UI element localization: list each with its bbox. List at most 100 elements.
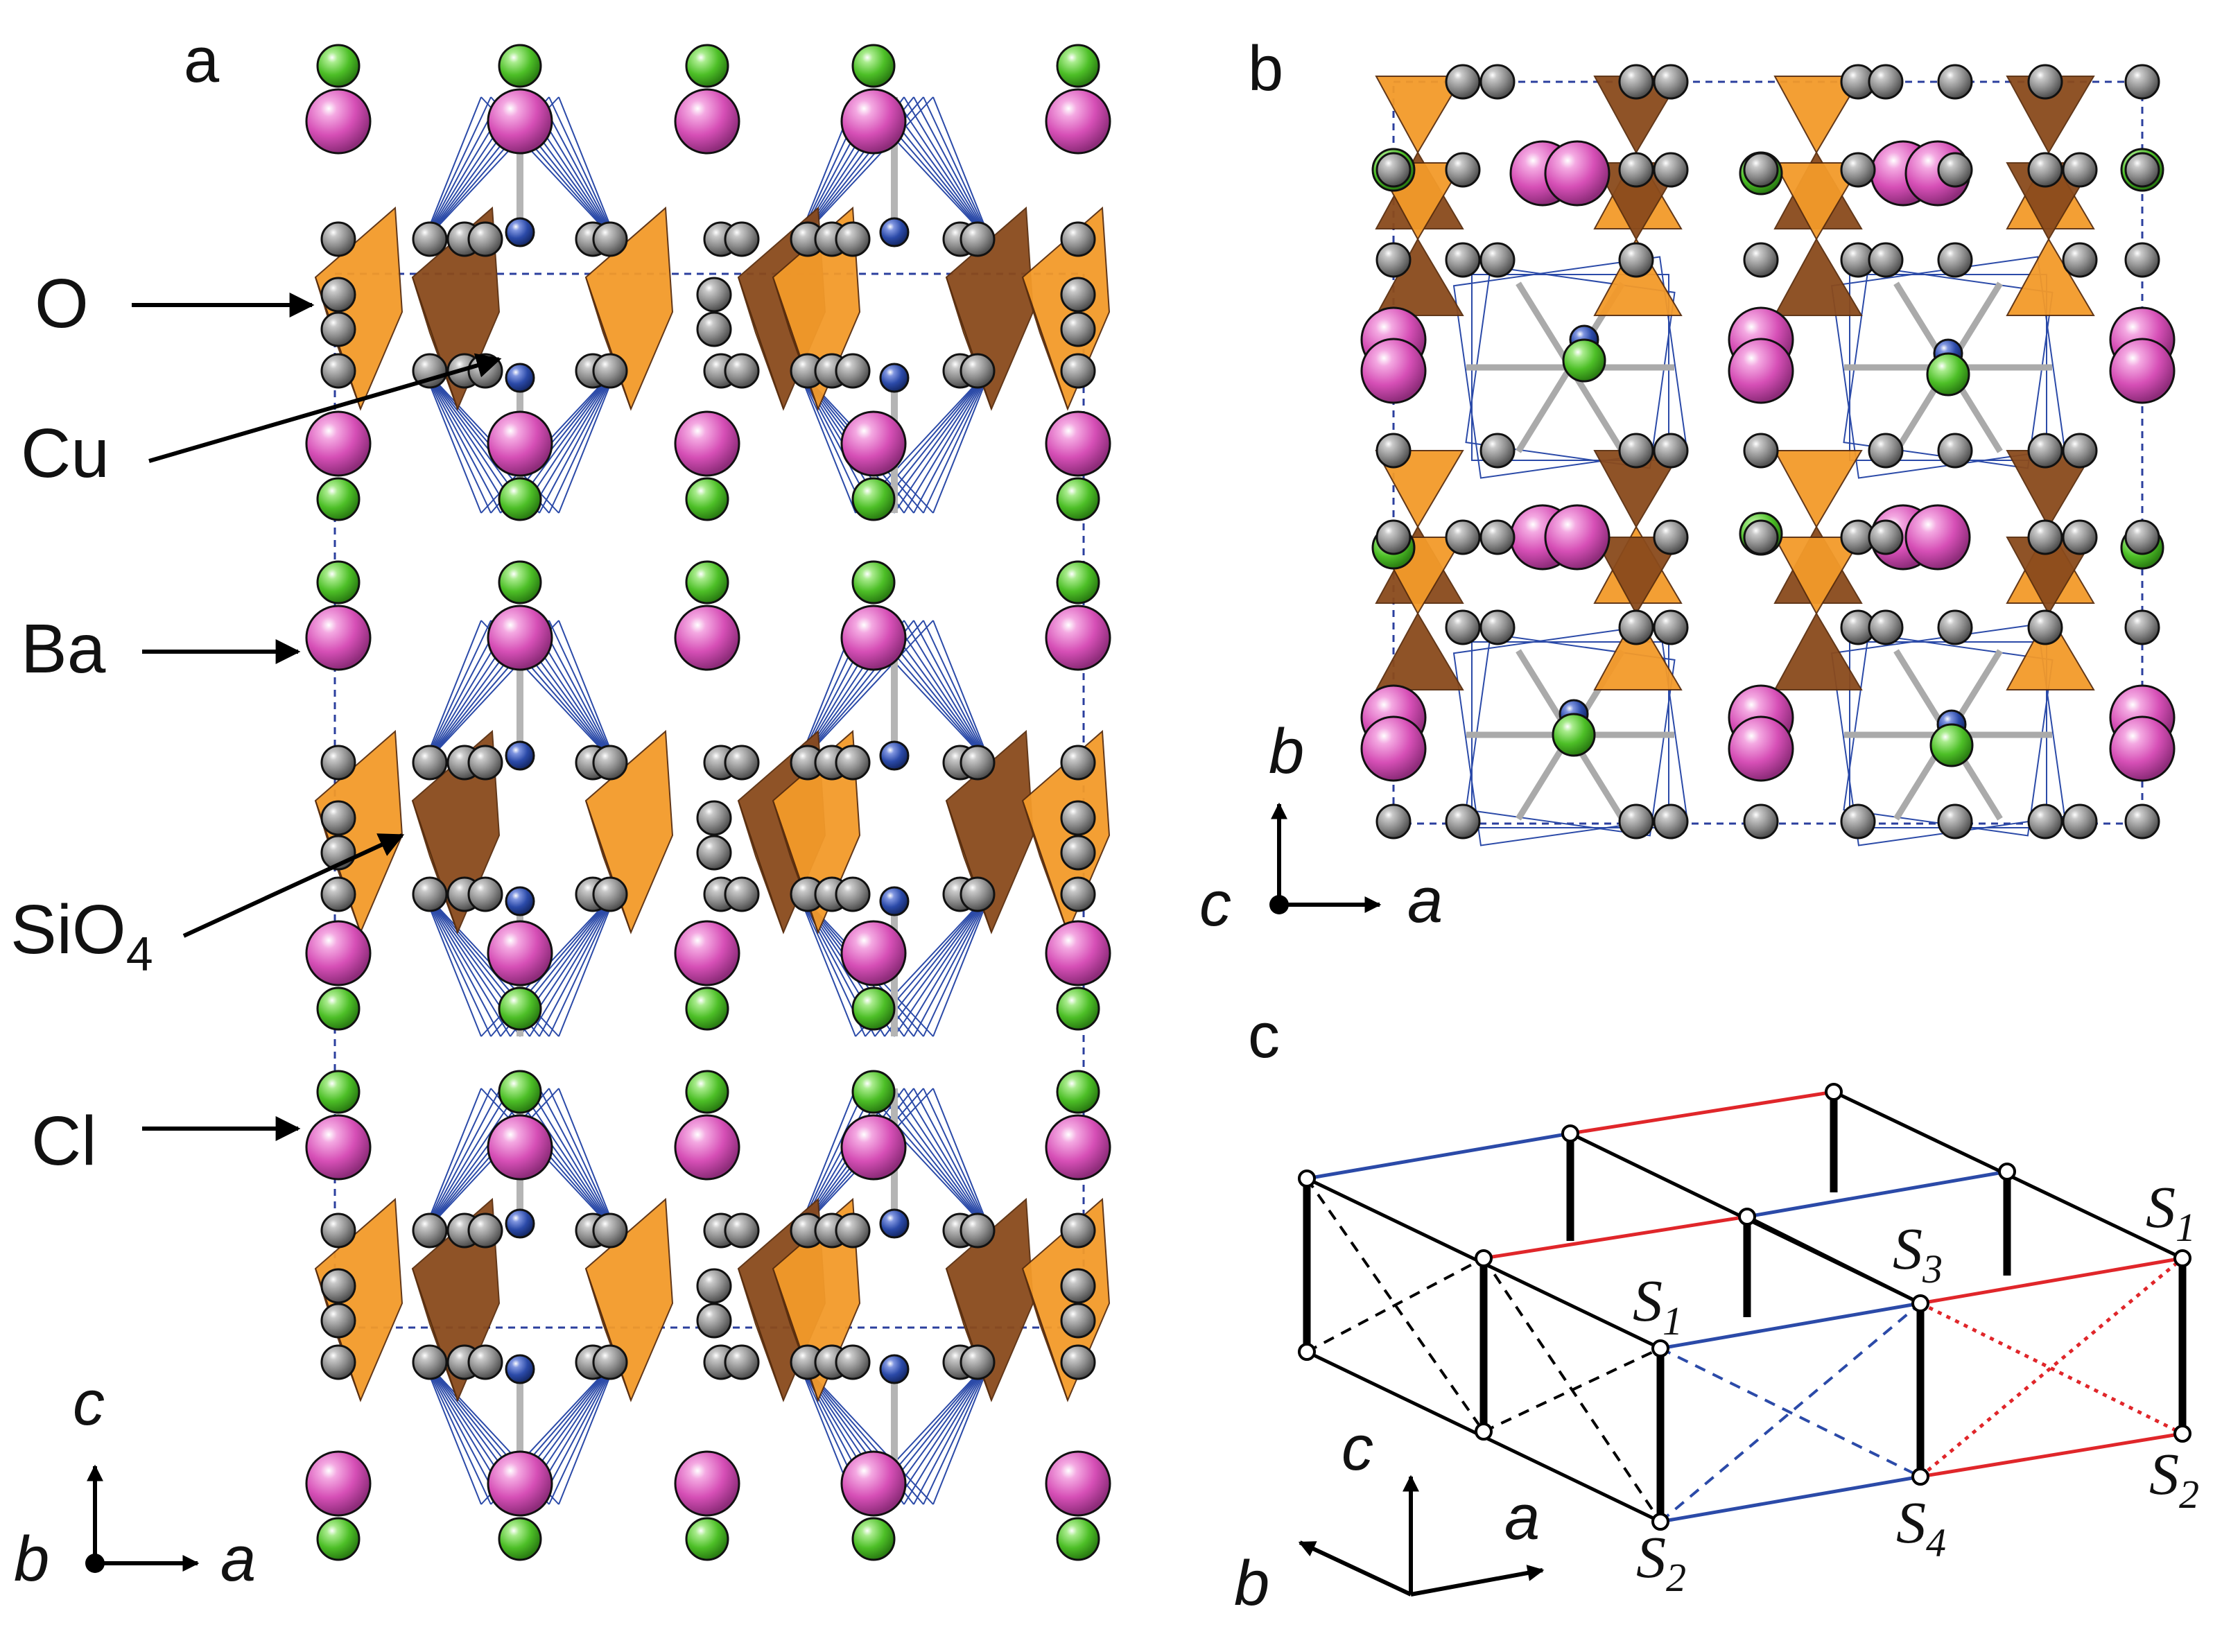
oxygen-atom <box>835 353 871 389</box>
chlorine-atom <box>1056 44 1100 88</box>
oxygen-atom <box>1479 242 1516 278</box>
oxygen-atom <box>1840 152 1876 188</box>
cu-o-bond <box>1516 365 1573 453</box>
oxygen-atom <box>1445 519 1481 555</box>
lattice-bond <box>1306 1257 1484 1353</box>
chlorine-atom <box>498 44 542 88</box>
oxygen-atom <box>320 1344 356 1380</box>
cage-bond <box>539 890 618 1037</box>
label-copper: Cu <box>21 415 110 492</box>
site-label-s1-right: S1 <box>2146 1174 2196 1250</box>
oxygen-atom <box>1653 803 1689 840</box>
oxygen-atom <box>1653 152 1689 188</box>
copper-atom <box>879 886 910 916</box>
oxygen-atom <box>320 876 356 912</box>
chlorine-atom <box>1056 560 1100 605</box>
sio4-tetrahedron <box>738 277 784 410</box>
sio4-tetrahedron <box>2006 237 2095 316</box>
oxygen-atom <box>1445 803 1481 840</box>
oxygen-atom <box>1060 835 1096 871</box>
barium-atom <box>840 920 907 986</box>
cage-bond <box>422 1088 530 1235</box>
barium-atom <box>1904 504 1971 571</box>
oxygen-atom <box>835 745 871 781</box>
cage-bond <box>797 367 866 514</box>
chlorine-atom <box>1056 1517 1100 1561</box>
cage-bond <box>529 367 618 514</box>
oxygen-atom <box>1060 221 1096 257</box>
barium-atom <box>1045 1114 1111 1181</box>
panel-c-label: c <box>1248 1000 1280 1071</box>
cage-bond <box>422 890 511 1037</box>
sio4-main: SiO <box>10 891 126 968</box>
lattice-bond <box>1660 1347 1921 1478</box>
oxygen-atom <box>1060 800 1096 836</box>
cage-bond <box>422 890 482 1037</box>
oxygen-atom <box>1868 242 1904 278</box>
barium-atom <box>2109 715 2176 782</box>
sio4-tetrahedron <box>1375 76 1464 155</box>
barium-atom <box>305 1450 372 1517</box>
barium-atom <box>840 410 907 477</box>
cage-bond <box>422 620 482 767</box>
cage-bond <box>913 1088 992 1235</box>
site-label-s4: S4 <box>1896 1489 1946 1565</box>
barium-atom <box>840 1450 907 1517</box>
sio4-tetrahedron <box>1375 450 1464 529</box>
oxygen-atom <box>2124 609 2160 645</box>
oxygen-atom <box>412 1344 448 1380</box>
chlorine-atom <box>316 1517 361 1561</box>
oxygen-atom <box>1743 433 1779 469</box>
oxygen-atom <box>467 1212 503 1249</box>
copper-atom <box>879 1354 910 1384</box>
barium-atom <box>305 920 372 986</box>
barium-atom <box>305 88 372 155</box>
cage-bond <box>422 96 492 243</box>
chlorine-atom <box>851 1517 896 1561</box>
cage-bond <box>548 890 618 1037</box>
oxygen-atom <box>1937 433 1973 469</box>
lattice-site <box>1825 1083 1843 1101</box>
sio4-tetrahedron <box>1773 537 1863 616</box>
oxygen-atom <box>1653 64 1689 100</box>
chlorine-atom <box>1056 986 1100 1031</box>
axis-a-vertical: c <box>73 1368 105 1438</box>
lattice-bond <box>1660 1301 1921 1350</box>
oxygen-atom <box>412 221 448 257</box>
lattice-bond <box>1483 1347 1661 1433</box>
cage-bond <box>548 367 618 514</box>
oxygen-atom <box>835 1344 871 1380</box>
oxygen-atom <box>2027 433 2063 469</box>
copper-atom <box>879 363 910 393</box>
cage-bond <box>894 1088 992 1235</box>
barium-atom <box>674 1114 740 1181</box>
oxygen-atom <box>320 800 356 836</box>
sio4-tetrahedron <box>2006 611 2095 690</box>
oxygen-atom <box>1445 609 1481 645</box>
oxygen-atom <box>724 1344 760 1380</box>
cage-bond <box>894 367 992 514</box>
cage-bond <box>923 620 992 767</box>
oxygen-atom <box>960 353 996 389</box>
cage-bond <box>548 96 618 243</box>
oxygen-atom <box>835 1212 871 1249</box>
cage-bond <box>894 96 992 243</box>
axis-a-out: b <box>14 1524 49 1594</box>
oxygen-atom <box>1479 64 1516 100</box>
barium-atom <box>840 605 907 671</box>
barium-atom <box>674 920 740 986</box>
chlorine-atom <box>851 477 896 521</box>
site-label-s2-right: S2 <box>2149 1441 2199 1517</box>
lattice-site <box>1298 1170 1316 1188</box>
cage-bond <box>894 1358 992 1505</box>
cage-bond <box>932 1088 992 1235</box>
chlorine-atom <box>851 560 896 605</box>
chlorine-atom <box>1562 338 1606 383</box>
barium-atom <box>674 410 740 477</box>
copper-atom <box>879 1208 910 1239</box>
lattice-site <box>1998 1163 2016 1181</box>
copper-atom <box>505 740 535 771</box>
copper-atom <box>505 1208 535 1239</box>
panel-b <box>1360 64 2176 846</box>
oxygen-atom <box>960 1344 996 1380</box>
